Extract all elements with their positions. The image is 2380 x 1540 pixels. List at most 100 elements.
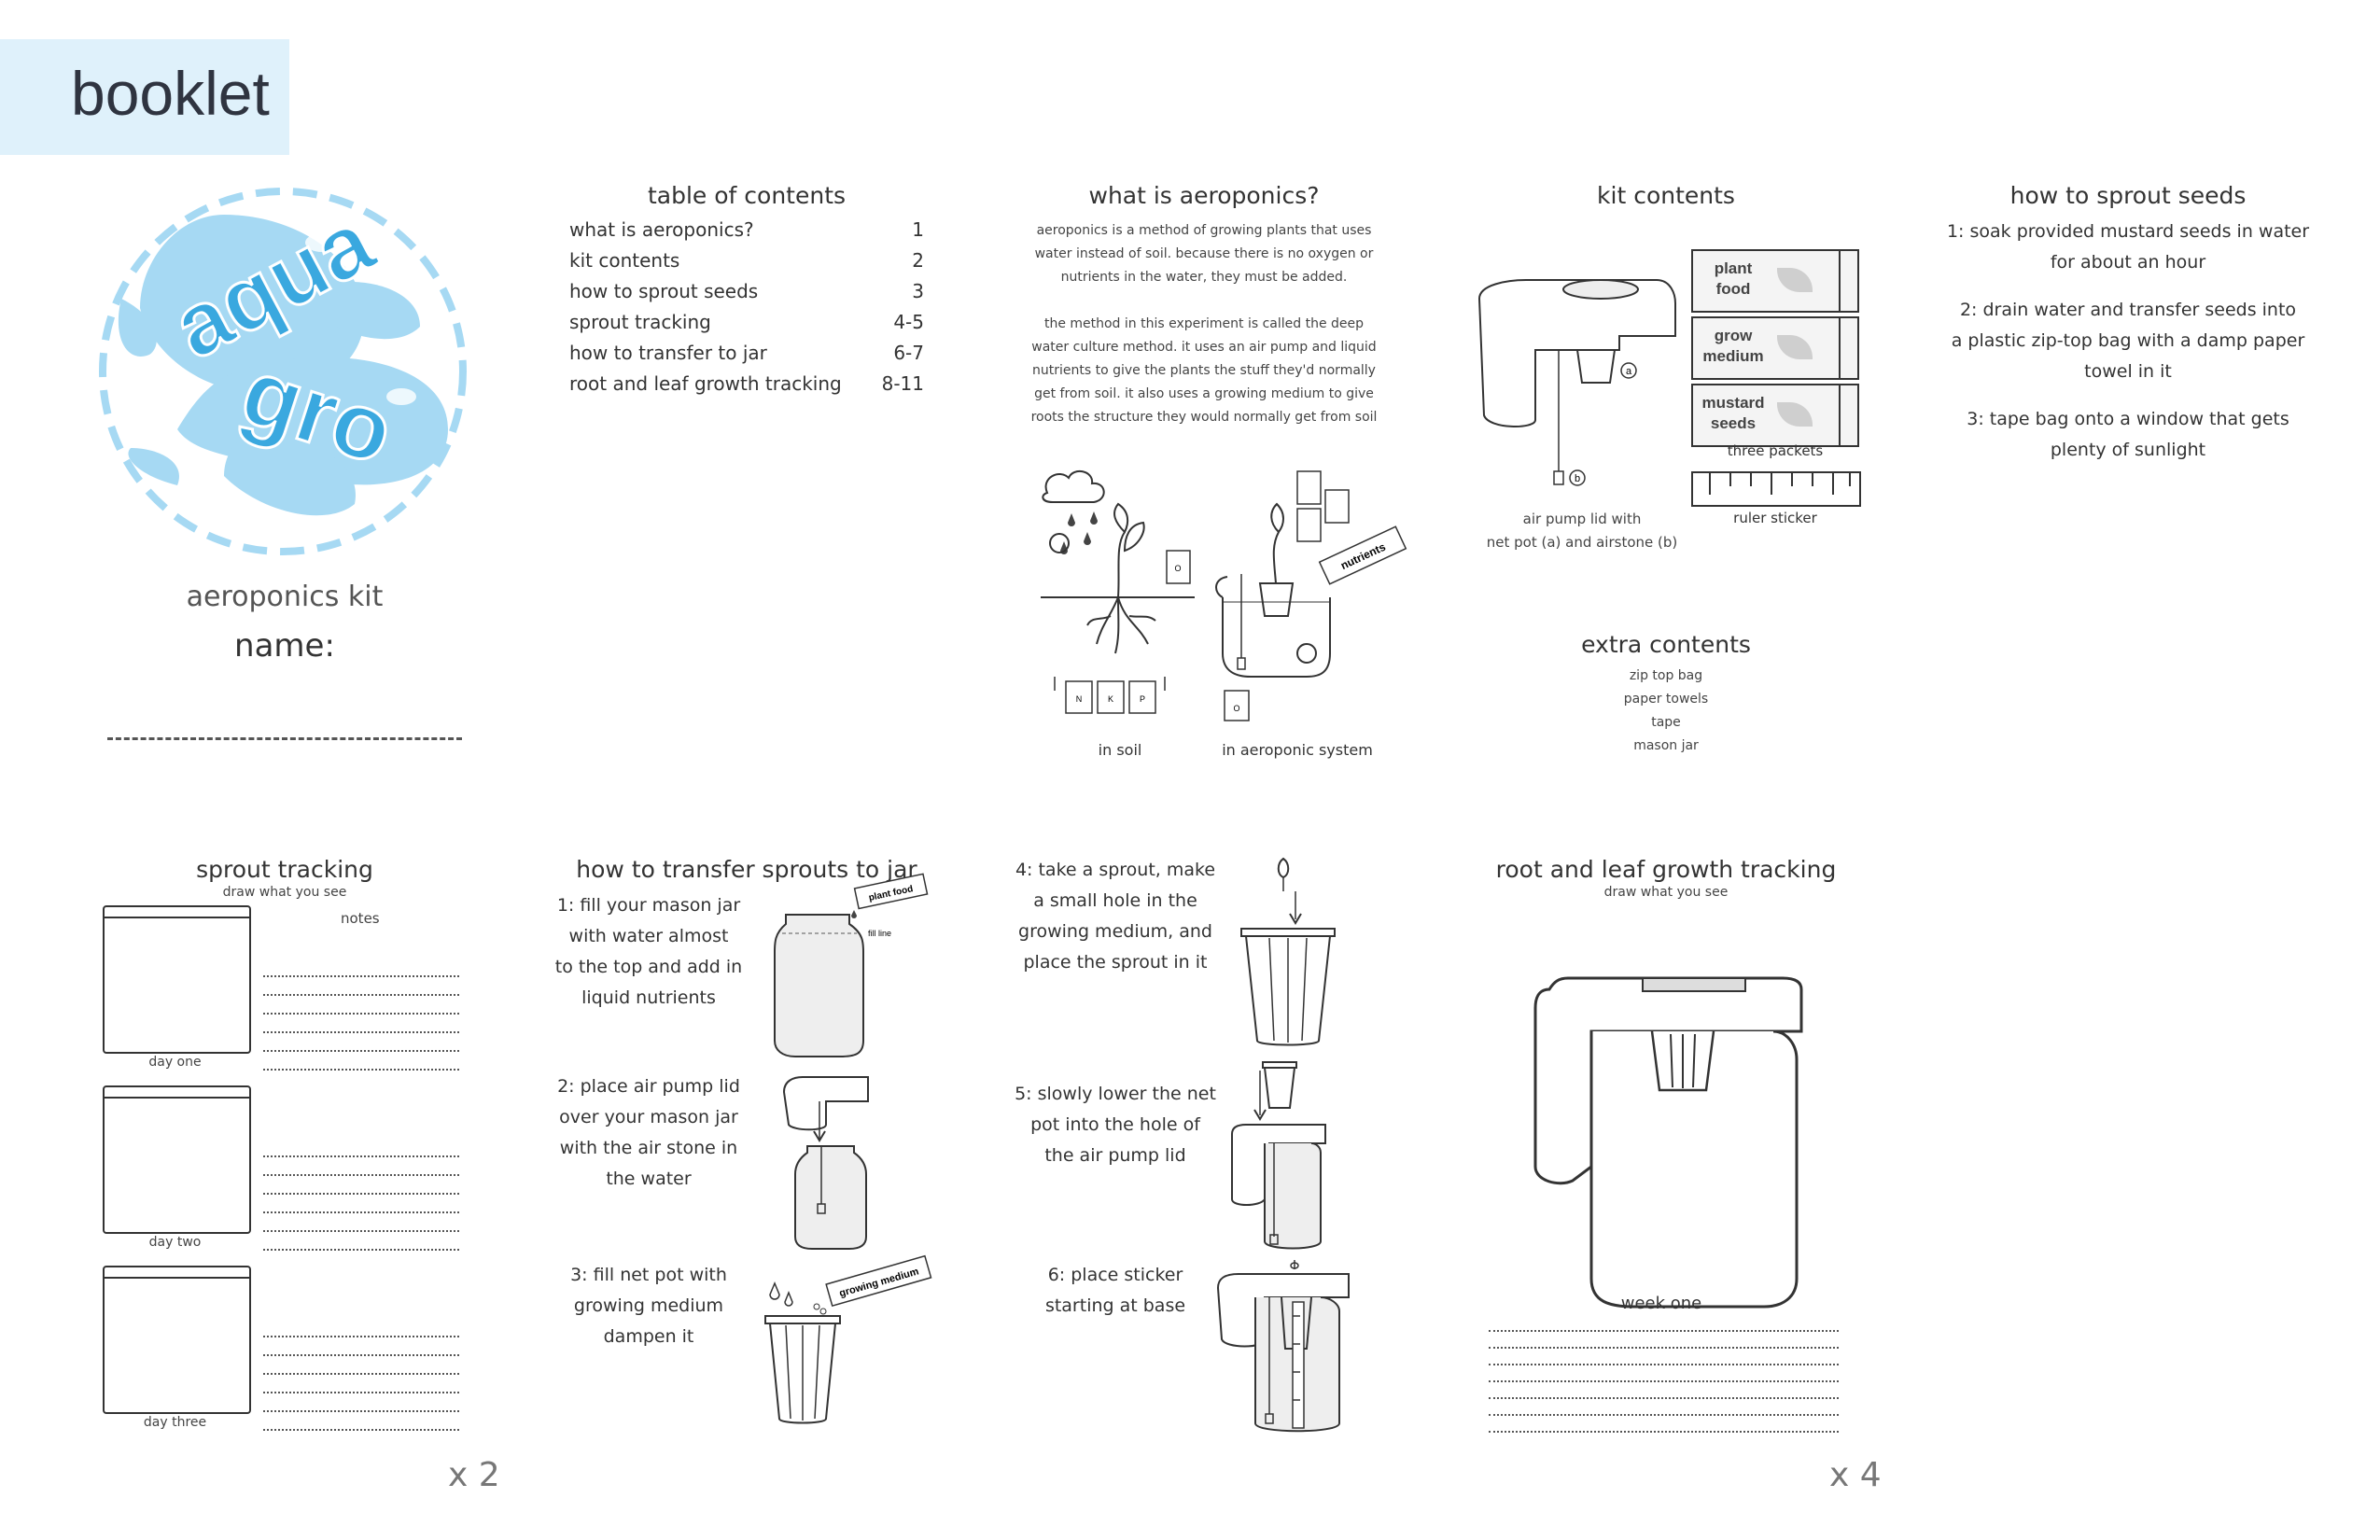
sprout-note-line[interactable]	[263, 1336, 459, 1337]
growth-jar-illustration[interactable]	[1531, 971, 1811, 1316]
packet-label-line: plant	[1714, 259, 1753, 277]
transfer-step-line: starting at base	[1044, 1295, 1186, 1316]
transfer-step-line: 3: fill net pot with	[570, 1265, 727, 1285]
toc-item-page: 8-11	[881, 372, 924, 395]
growth-note-line[interactable]	[1489, 1414, 1839, 1416]
aeroponics-text-line: nutrients in the water, they must be add…	[1060, 270, 1348, 285]
growth-note-line[interactable]	[1489, 1397, 1839, 1399]
packet-leaf-icon	[1777, 268, 1813, 292]
sprout-note-line[interactable]	[263, 1013, 459, 1015]
sprout-note-line[interactable]	[263, 994, 459, 996]
packet-label: plant food	[1701, 259, 1766, 300]
packet-label-line: grow	[1714, 327, 1753, 344]
sprout-drawing-box[interactable]	[103, 1266, 251, 1414]
sprout-note-line[interactable]	[263, 975, 459, 977]
transfer-step-line: to the top and add in	[554, 957, 743, 977]
packet-0: plant food	[1691, 249, 1859, 313]
soil-caption: in soil	[1098, 741, 1142, 759]
sprout-note-line[interactable]	[263, 1069, 459, 1071]
transfer-step-line: with the air stone in	[559, 1138, 738, 1158]
growth-note-line[interactable]	[1489, 1431, 1839, 1433]
transfer-step-line: the air pump lid	[1044, 1145, 1186, 1166]
jar-with-sticker-illustration	[1216, 1260, 1350, 1433]
transfer-title: how to transfer sprouts to jar	[576, 856, 917, 883]
toc-item-label: how to sprout seeds	[569, 280, 759, 302]
toc-row[interactable]: how to sprout seeds 3	[569, 276, 924, 307]
transfer-step-line: a small hole in the	[1033, 890, 1197, 911]
sprout-note-line[interactable]	[263, 1174, 459, 1176]
sprout-note-line[interactable]	[263, 1410, 459, 1412]
week-label: week one	[1620, 1294, 1702, 1313]
aeroponics-text-line: the method in this experiment is called …	[1043, 316, 1365, 331]
growth-note-line[interactable]	[1489, 1330, 1839, 1332]
sprout-note-line[interactable]	[263, 1230, 459, 1232]
sprout-note-line[interactable]	[263, 1050, 459, 1052]
sprout-multiplier: x 2	[448, 1456, 500, 1494]
sprout-note-line[interactable]	[263, 1211, 459, 1213]
sprout-note-line[interactable]	[263, 1155, 459, 1157]
sprout-note-line[interactable]	[263, 1031, 459, 1033]
kit-title: kit contents	[1597, 182, 1735, 209]
element-n-tag: N	[1076, 694, 1083, 704]
growth-note-line[interactable]	[1489, 1347, 1839, 1349]
sprout-drawing-box[interactable]	[103, 905, 251, 1054]
aeroponic-system-illustration: nutrients O	[1215, 470, 1407, 721]
sprout-note-line[interactable]	[263, 1373, 459, 1375]
aeroponic-caption: in aeroponic system	[1222, 741, 1373, 759]
toc-item-page: 3	[912, 280, 924, 302]
sprout-note-line[interactable]	[263, 1354, 459, 1356]
transfer-step-line: 6: place sticker	[1047, 1265, 1183, 1285]
extra-contents-item: zip top bag	[1629, 668, 1703, 683]
packet-label-line: food	[1715, 280, 1751, 298]
packet-label-line: mustard	[1701, 394, 1765, 412]
toc-item-page: 1	[912, 218, 924, 241]
packet-leaf-icon	[1777, 402, 1813, 427]
transfer-step-line: growing medium	[573, 1295, 724, 1316]
growth-title: root and leaf growth tracking	[1495, 856, 1837, 883]
growth-note-line[interactable]	[1489, 1364, 1839, 1365]
cover-subtitle: aeroponics kit	[186, 581, 384, 613]
element-k-tag: K	[1108, 694, 1113, 704]
sprout-note-line[interactable]	[263, 1193, 459, 1195]
droplet-shape	[118, 299, 157, 357]
element-o2-tag: O	[1233, 704, 1239, 713]
lid-caption-line: net pot (a) and airstone (b)	[1486, 534, 1678, 551]
name-line[interactable]	[107, 737, 462, 740]
toc-title: table of contents	[647, 182, 847, 209]
sprout-day-label: day one	[148, 1055, 202, 1070]
growth-note-line[interactable]	[1489, 1380, 1839, 1382]
sprout-note-line[interactable]	[263, 1429, 459, 1431]
booklet-title: booklet	[71, 59, 270, 128]
aeroponics-para1: aeroponics is a method of growing plants…	[1017, 219, 1391, 289]
toc-row[interactable]: what is aeroponics?1	[569, 215, 924, 245]
sprout-note-line[interactable]	[263, 1249, 459, 1251]
element-o-tag: O	[1174, 564, 1181, 573]
lower-pot-illustration	[1231, 1061, 1326, 1250]
packets-caption: three packets	[1727, 442, 1824, 459]
sprout-tracking-title: sprout tracking	[196, 856, 373, 883]
transfer-step-line: pot into the hole of	[1030, 1114, 1200, 1135]
lid-caption-line: air pump lid with	[1522, 511, 1642, 527]
transfer-step-line: 4: take a sprout, make	[1015, 860, 1216, 880]
packet-edge	[1839, 251, 1841, 311]
aqua-gro-logo: aqua gro	[99, 188, 467, 555]
sprout-box-zip	[105, 917, 249, 918]
ruler-caption: ruler sticker	[1733, 510, 1817, 526]
extra-contents-title: extra contents	[1581, 631, 1751, 658]
droplet-shape	[224, 437, 356, 516]
transfer-step-line: growing medium, and	[1018, 921, 1212, 942]
sprout-note-line[interactable]	[263, 1392, 459, 1393]
sprout-step-line: towel in it	[2084, 361, 2172, 382]
sprout-drawing-box[interactable]	[103, 1085, 251, 1234]
air-pump-lid-illustration: a b	[1477, 279, 1676, 486]
